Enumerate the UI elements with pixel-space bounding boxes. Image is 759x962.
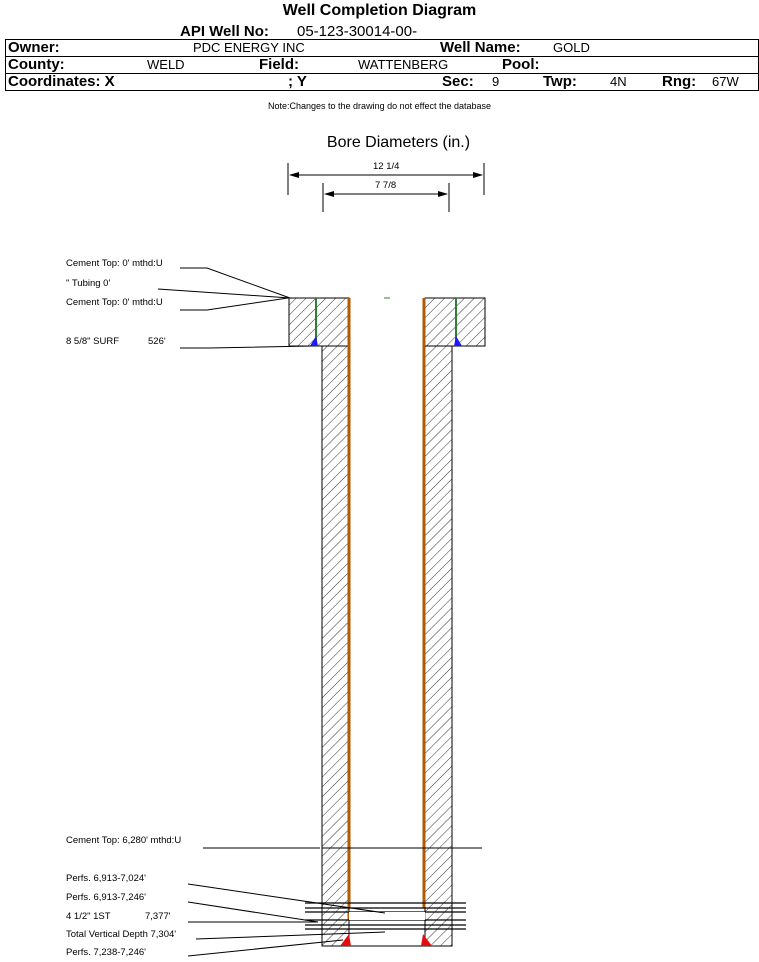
twp-value: 4N (610, 74, 627, 89)
total-vertical-depth-label: Total Vertical Depth 7,304' (66, 929, 177, 940)
county-row: County: WELD Field: WATTENBERG Pool: (5, 56, 759, 73)
perfs-label-1: Perfs. 6,913-7,024' (66, 873, 146, 884)
production-casing-label: 4 1/2" 1ST (66, 911, 111, 922)
sec-value: 9 (492, 74, 500, 89)
bore-outer-label: 12 1/4 (373, 161, 400, 172)
twp-label: Twp: (543, 73, 577, 90)
rng-value: 67W (712, 74, 739, 89)
perf-gap (349, 912, 425, 920)
rng-label: Rng: (662, 73, 697, 90)
tubing-label: " Tubing 0' (66, 278, 111, 289)
cement-top-label-3: Cement Top: 6,280' mthd:U (66, 835, 182, 846)
pool-label: Pool: (502, 56, 540, 73)
production-shoe-left (340, 934, 351, 946)
county-value: WELD (147, 57, 185, 72)
sec-label: Sec: (442, 73, 474, 90)
field-value: WATTENBERG (358, 57, 449, 72)
coords-row: Coordinates: X ; Y Sec: 9 Twp: 4N Rng: 6… (5, 73, 759, 91)
perfs-label-3: Perfs. 7,238-7,246' (66, 947, 146, 958)
cement-top-label-2: Cement Top: 0' mthd:U (66, 297, 163, 308)
diagram-title: Well Completion Diagram (282, 2, 477, 19)
surface-casing-depth: 526' (148, 336, 166, 347)
bore-diameters-title: Bore Diameters (in.) (326, 134, 471, 151)
production-casing-depth: 7,377' (145, 911, 171, 922)
bore-dimension-outer (287, 163, 485, 195)
owner-row: Owner: PDC ENERGY INC Well Name: GOLD (5, 39, 759, 56)
surface-casing-label: 8 5/8" SURF (66, 336, 120, 347)
api-row: API Well No: 05-123-30014-00- (0, 21, 759, 40)
surface-shoe-right (454, 336, 462, 346)
production-shoe-right (421, 934, 432, 946)
coords-y-label: ; Y (288, 73, 307, 90)
api-label: API Well No: (180, 23, 269, 40)
production-hole-section (321, 345, 453, 947)
api-value: 05-123-30014-00- (297, 23, 418, 40)
surface-shoe-left (310, 336, 318, 346)
perfs-label-2: Perfs. 6,913-7,246' (66, 892, 146, 903)
owner-value: PDC ENERGY INC (193, 40, 305, 55)
county-label: County: (8, 56, 65, 73)
field-label: Field: (259, 56, 299, 73)
leader-lines (157, 267, 386, 957)
bore-inner-label: 7 7/8 (375, 180, 397, 191)
coords-x-label: Coordinates: X (8, 73, 115, 90)
wellname-value: GOLD (553, 40, 590, 55)
note-text: Note:Changes to the drawing do not effec… (268, 101, 491, 111)
wellname-label: Well Name: (440, 39, 521, 56)
bore-dimension-inner (322, 183, 450, 212)
cement-top-label-1: Cement Top: 0' mthd:U (66, 258, 163, 269)
owner-label: Owner: (8, 39, 60, 56)
